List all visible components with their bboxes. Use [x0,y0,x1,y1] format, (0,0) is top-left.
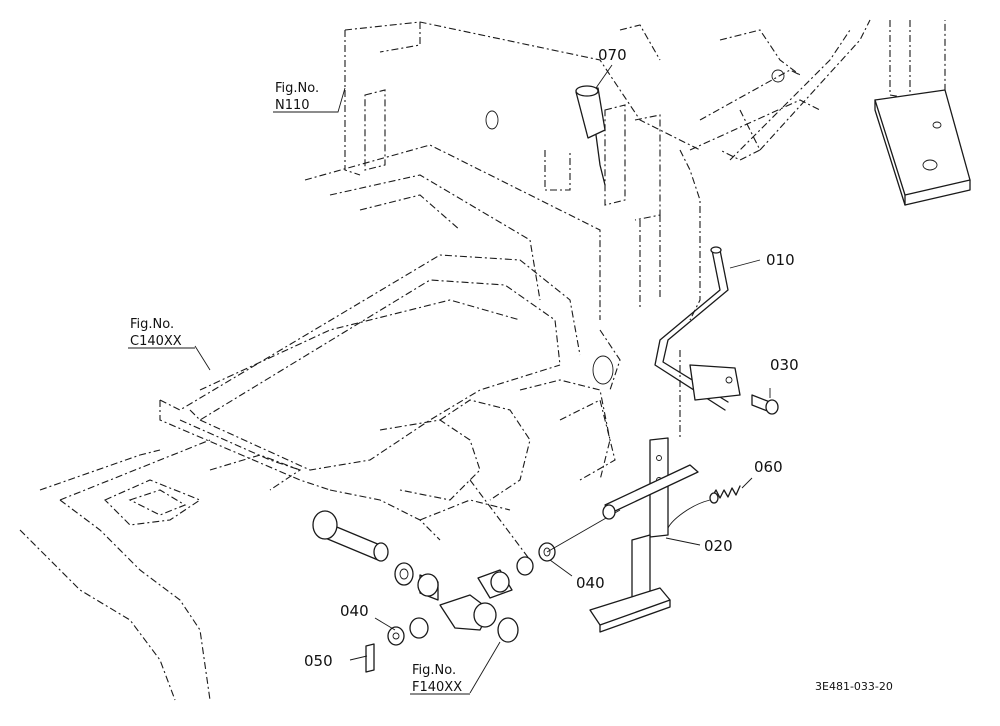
knob-070 [575,85,606,186]
fig-ref-c140-number: C140XX [130,334,182,349]
callout-040-right: 040 [576,574,605,592]
figure-references: Fig.No. N110 Fig.No. C140XX Fig.No. F140… [128,81,470,695]
fig-ref-f140-label: Fig.No. [412,663,456,678]
spring-060 [667,485,741,529]
callouts: 070 010 030 060 020 040 040 050 [304,46,799,670]
fig-ref-n110-number: N110 [275,98,310,113]
drawing-code: 3E481-033-20 [815,680,893,693]
shaft-assembly [312,509,621,673]
callout-070: 070 [598,46,627,64]
fig-ref-c140-label: Fig.No. [130,317,174,332]
upper-frame [344,19,871,321]
callout-040-left: 040 [340,602,369,620]
rod-010 [654,246,729,411]
fig-ref-f140-number: F140XX [412,680,462,695]
bracket [679,350,741,440]
lever-020 [589,437,699,633]
callout-010: 010 [766,251,795,269]
callout-050: 050 [304,652,333,670]
bolt-030 [751,394,779,415]
leader-lines [194,64,771,694]
callout-020: 020 [704,537,733,555]
chassis-casting [19,144,621,701]
callout-060: 060 [754,458,783,476]
fig-ref-n110-label: Fig.No. [275,81,319,96]
callout-030: 030 [770,356,799,374]
right-pillar [874,20,971,206]
